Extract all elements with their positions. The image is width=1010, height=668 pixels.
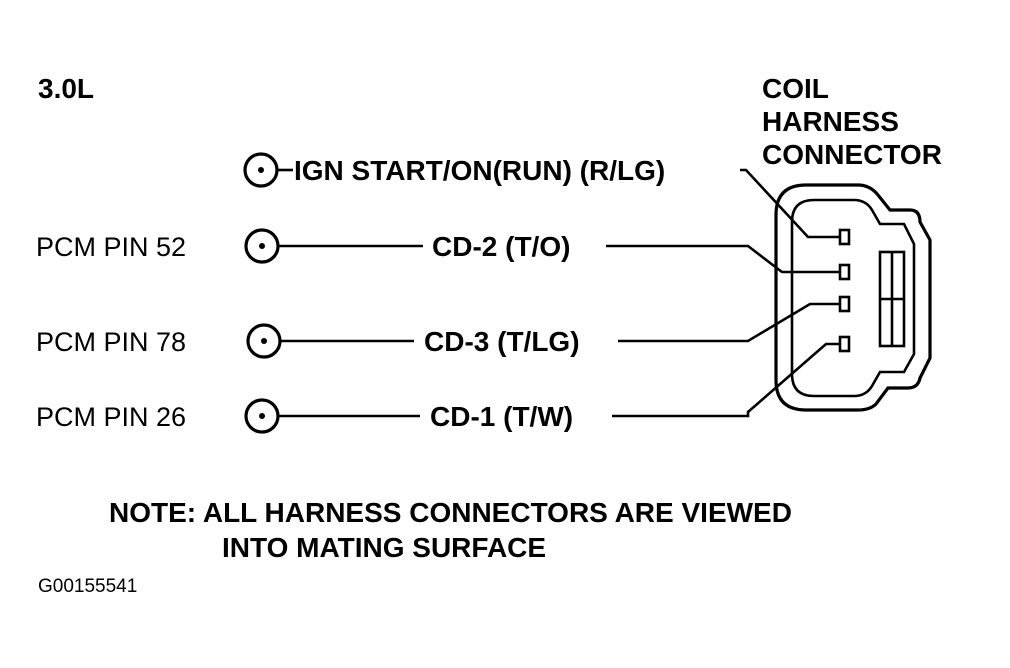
wire-cd1-label: CD-1 (T/W) <box>430 401 573 432</box>
wire-cd3: PCM PIN 78 CD-3 (T/LG) <box>36 302 840 359</box>
wire-cd3-label: CD-3 (T/LG) <box>424 326 580 357</box>
wire-cd3-source: PCM PIN 78 <box>36 327 186 357</box>
connector-pin-2 <box>838 263 851 281</box>
wire-cd2-label: CD-2 (T/O) <box>432 231 570 262</box>
wire-cd1-source: PCM PIN 26 <box>36 402 186 432</box>
wire-cd2-source: PCM PIN 52 <box>36 232 186 262</box>
coil-harness-connector <box>774 183 932 412</box>
note-line-2: INTO MATING SURFACE <box>222 532 546 563</box>
connector-pin-1 <box>838 228 851 246</box>
connector-title: COIL HARNESS CONNECTOR <box>762 73 942 170</box>
connector-title-line-3: CONNECTOR <box>762 139 942 170</box>
wire-ign-label: IGN START/ON(RUN) (R/LG) <box>294 155 665 186</box>
connector-title-line-1: COIL <box>762 73 829 104</box>
wire-cd2: PCM PIN 52 CD-2 (T/O) <box>36 228 840 274</box>
engine-label: 3.0L <box>38 73 94 104</box>
wire-cd1: PCM PIN 26 CD-1 (T/W) <box>36 342 840 434</box>
wire-ign: IGN START/ON(RUN) (R/LG) <box>243 152 840 239</box>
connector-pin-4 <box>838 335 851 353</box>
connector-title-line-2: HARNESS <box>762 106 899 137</box>
connector-pin-3 <box>838 295 851 313</box>
figure-code: G00155541 <box>38 576 137 597</box>
note-line-1: NOTE: ALL HARNESS CONNECTORS ARE VIEWED <box>109 497 792 528</box>
